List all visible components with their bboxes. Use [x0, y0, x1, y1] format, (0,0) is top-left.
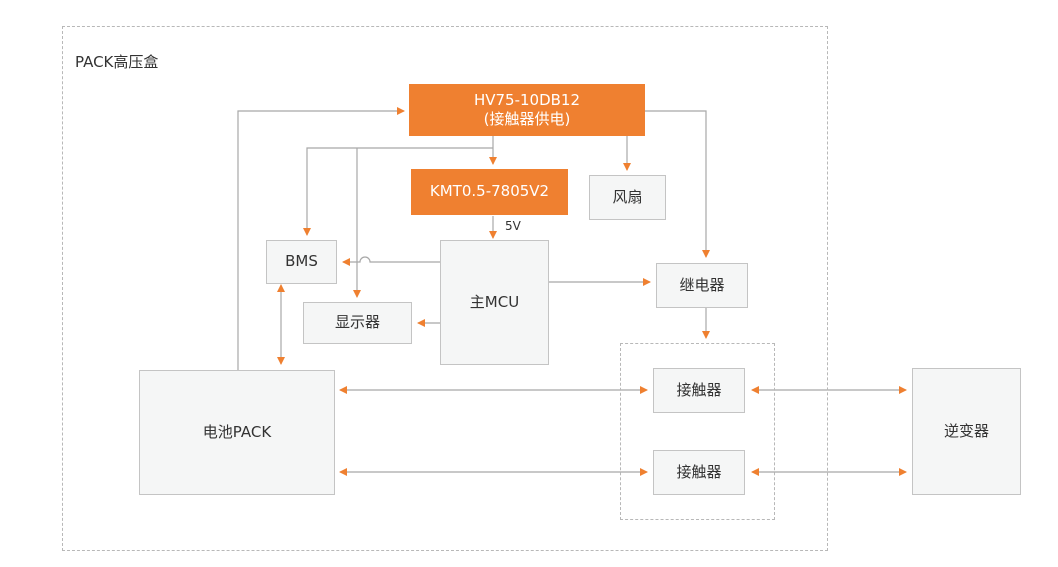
contactor-group-frame: [620, 343, 775, 520]
five-volt-label: 5V: [505, 219, 521, 233]
dcdc-block: KMT0.5-7805V2: [411, 169, 568, 215]
display-block: 显示器: [303, 302, 412, 344]
wire-hv-bus-left: [303, 147, 493, 236]
bms-block: BMS: [266, 240, 337, 284]
pack-hv-box-frame: [62, 26, 828, 551]
hv-supply-block: HV75-10DB12 (接触器供电): [409, 84, 645, 136]
hv-supply-note: (接触器供电): [483, 110, 571, 128]
inverter-block: 逆变器: [912, 368, 1021, 495]
wire-battery-to-hv: [237, 107, 405, 370]
relay-block: 继电器: [656, 263, 748, 308]
fan-block: 风扇: [589, 175, 666, 220]
battery-pack-block: 电池PACK: [139, 370, 335, 495]
wire-mcu-to-bms: [342, 256, 440, 266]
mcu-block: 主MCU: [440, 240, 549, 365]
contactor-1-block: 接触器: [653, 368, 745, 413]
contactor-2-block: 接触器: [653, 450, 745, 495]
frame-title: PACK高压盒: [75, 53, 159, 71]
hv-supply-model: HV75-10DB12: [473, 90, 581, 109]
wire-hv-to-relay: [645, 110, 710, 258]
